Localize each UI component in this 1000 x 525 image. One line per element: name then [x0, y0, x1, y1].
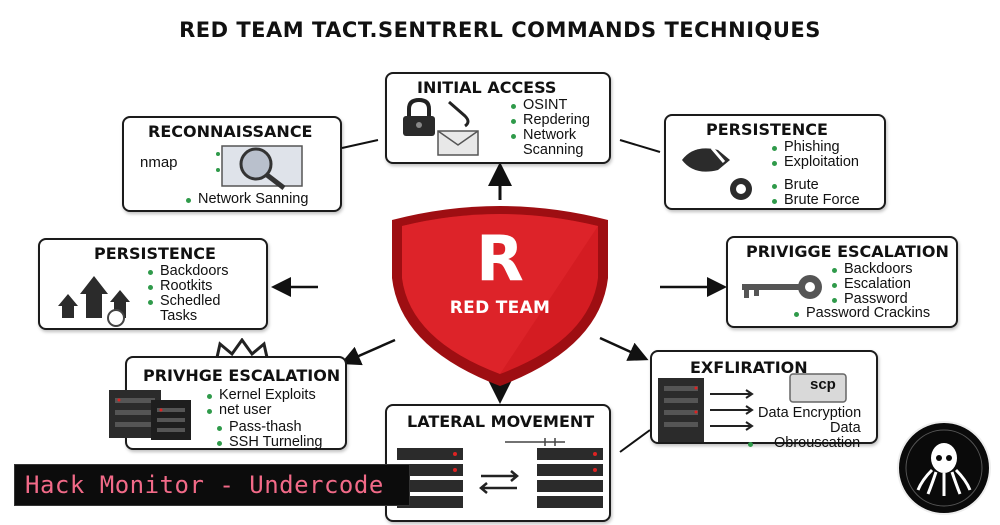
list-item: Repdering — [511, 113, 590, 128]
banner-text: Hack Monitor - Undercode — [25, 471, 384, 499]
key-icon — [742, 275, 822, 299]
list-item: Pass-thash — [217, 420, 323, 435]
red-team-shield-icon — [392, 206, 608, 386]
privilege-escalation-right-list-extra: Password Crackins — [794, 306, 930, 321]
list-item: net user — [207, 403, 316, 418]
persistence-right-title: PERSISTENCE — [706, 120, 828, 139]
exfiltration-list: Data Encryption Data Obrouscation — [748, 406, 861, 451]
privilege-escalation-right-title: PRIVIGGE ESCALATION — [746, 242, 949, 261]
initial-access-card: INITIAL ACCESS OSINT Repdering Network S… — [385, 72, 611, 164]
exfiltration-card: EXFLIRATION scp Data Encryption Data Obr… — [650, 350, 878, 451]
shield-label: RED TEAM — [449, 298, 551, 318]
exfiltration-title: EXFLIRATION — [690, 358, 808, 377]
phishing-hook-icon — [682, 147, 730, 172]
privilege-escalation-left-title: PRIVHGE ESCALATION — [143, 366, 341, 385]
persistence-left-title: PERSISTENCE — [94, 244, 216, 263]
watermark-banner: Hack Monitor - Undercode — [14, 464, 410, 506]
list-item: Brute — [772, 178, 860, 193]
list-item: Network — [511, 128, 590, 143]
link-reconnaissance — [341, 139, 379, 149]
data-server-icon — [658, 378, 704, 442]
reconnaissance-card: RECONNAISSANCE nmap Network Sanning — [122, 116, 342, 212]
persistence-left-card: PERSISTENCE Backdoors Rootkits Schedled … — [38, 238, 268, 330]
list-item: Exploitation — [772, 155, 860, 170]
magnifier-scan-icon — [216, 145, 303, 190]
shield-letter: R — [476, 222, 524, 295]
privilege-escalation-right-list: Backdoors Escalation Password — [832, 262, 913, 307]
list-item: Brute Force — [772, 193, 860, 208]
persistence-right-card: PERSISTENCE Phishing Exploitation Brute … — [664, 114, 886, 210]
persistence-right-list: Phishing Exploitation Brute Brute Force — [772, 140, 860, 208]
list-item: OSINT — [511, 98, 590, 113]
gear-icon — [730, 178, 752, 200]
persistence-left-list: Backdoors Rootkits Schedled Tasks — [148, 264, 229, 324]
privilege-escalation-right-card: PRIVIGGE ESCALATION Backdoors Escalation… — [726, 236, 958, 328]
diagram-title: RED TEAM TACT.SENTRERL COMMANDS TECHNIQU… — [179, 18, 821, 42]
nmap-label: nmap — [140, 154, 178, 171]
terminal-window-icon — [789, 373, 847, 403]
transfer-arrows-icon — [710, 389, 754, 431]
envelope-icon — [437, 130, 479, 156]
list-item: Kernel Exploits — [207, 388, 316, 403]
privilege-escalation-left-list: Kernel Exploits net user — [207, 388, 316, 418]
list-item: Data — [830, 420, 861, 436]
padlock-icon — [403, 98, 435, 136]
arrow-to-exfiltration — [599, 336, 649, 361]
privilege-escalation-left-card: PRIVHGE ESCALATION Kernel Exploits net u… — [109, 356, 347, 450]
list-item: Password Crackins — [794, 306, 930, 321]
privilege-escalation-left-list-extra: Pass-thash SSH Turneling — [217, 420, 323, 450]
reconnaissance-title: RECONNAISSANCE — [148, 122, 313, 141]
list-item: Phishing — [772, 140, 860, 155]
network-servers-icon — [397, 438, 603, 508]
undercode-octopus-logo-icon — [897, 421, 991, 515]
list-item: Backdoors — [148, 264, 229, 279]
initial-access-title: INITIAL ACCESS — [417, 78, 557, 97]
link-exfiltration — [619, 429, 651, 453]
list-item: Schedled — [148, 294, 229, 309]
link-persistence-right — [619, 139, 661, 153]
list-item: Data Encryption — [758, 405, 862, 421]
initial-access-list: OSINT Repdering Network Scanning — [511, 98, 590, 158]
lateral-movement-card: LATERAL MOVEMENT — [385, 404, 611, 522]
list-item: Scanning — [523, 142, 584, 158]
lateral-movement-title: LATERAL MOVEMENT — [407, 412, 595, 431]
list-item: Obrouscation — [748, 436, 861, 451]
list-item: Escalation — [832, 277, 913, 292]
hook-icon — [448, 100, 470, 128]
list-item: Rootkits — [148, 279, 229, 294]
backdoor-arrows-icon — [58, 276, 130, 327]
arrow-to-privilege-left — [340, 338, 396, 366]
server-stack-icon — [109, 390, 191, 440]
list-item: Password — [832, 292, 913, 307]
reconnaissance-list: Network Sanning — [186, 192, 308, 207]
list-item: Tasks — [160, 308, 198, 324]
list-item: Backdoors — [832, 262, 913, 277]
scp-label: scp — [810, 376, 836, 393]
list-item: SSH Turneling — [217, 435, 323, 450]
list-item: Network Sanning — [186, 192, 308, 207]
